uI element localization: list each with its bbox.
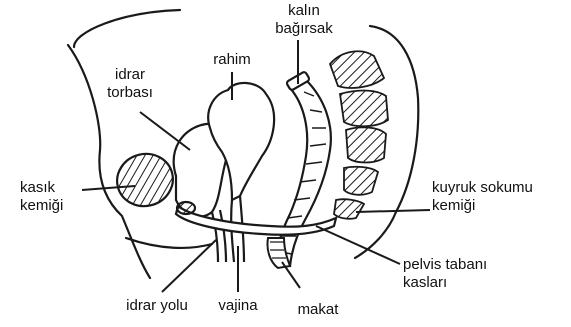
label-rahim: rahim (206, 51, 258, 69)
label-kuyruk-sokumu-kemigi: kuyruk sokumu kemiği (432, 179, 562, 215)
label-pelvis-tabani-line2: kasları (403, 274, 523, 292)
label-pelvis-tabani-kaslari: pelvis tabanı kasları (403, 256, 523, 292)
label-kuyruk-sokumu-line1: kuyruk sokumu (432, 179, 562, 197)
label-kuyruk-sokumu-line2: kemiği (432, 197, 562, 215)
pubic-bone (111, 148, 179, 213)
large-intestine (278, 71, 331, 266)
label-makat: makat (290, 301, 346, 319)
label-kalin-bagirsak-line1: kalın (270, 2, 338, 20)
label-kalin-bagirsak: kalın bağırsak (270, 2, 338, 38)
pointer-idrar-torbasi (140, 112, 190, 150)
label-pelvis-tabani-line1: pelvis tabanı (403, 256, 523, 274)
label-idrar-torbasi-line2: torbası (98, 84, 162, 102)
label-idrar-torbasi-line1: idrar (98, 66, 162, 84)
label-kasik-kemigi-line2: kemiği (20, 197, 80, 215)
sacrum-vertebrae (330, 51, 388, 218)
pointer-pelvis-tabani (316, 226, 400, 264)
label-kalin-bagirsak-line2: bağırsak (270, 20, 338, 38)
label-kasik-kemigi-line1: kasık (20, 179, 80, 197)
urethra (212, 210, 226, 262)
pointer-kuyruk-sokumu (356, 210, 430, 212)
label-kasik-kemigi: kasık kemiği (20, 179, 80, 215)
label-vajina: vajina (208, 297, 268, 315)
label-idrar-torbasi: idrar torbası (98, 66, 162, 102)
label-idrar-yolu: idrar yolu (116, 297, 198, 315)
